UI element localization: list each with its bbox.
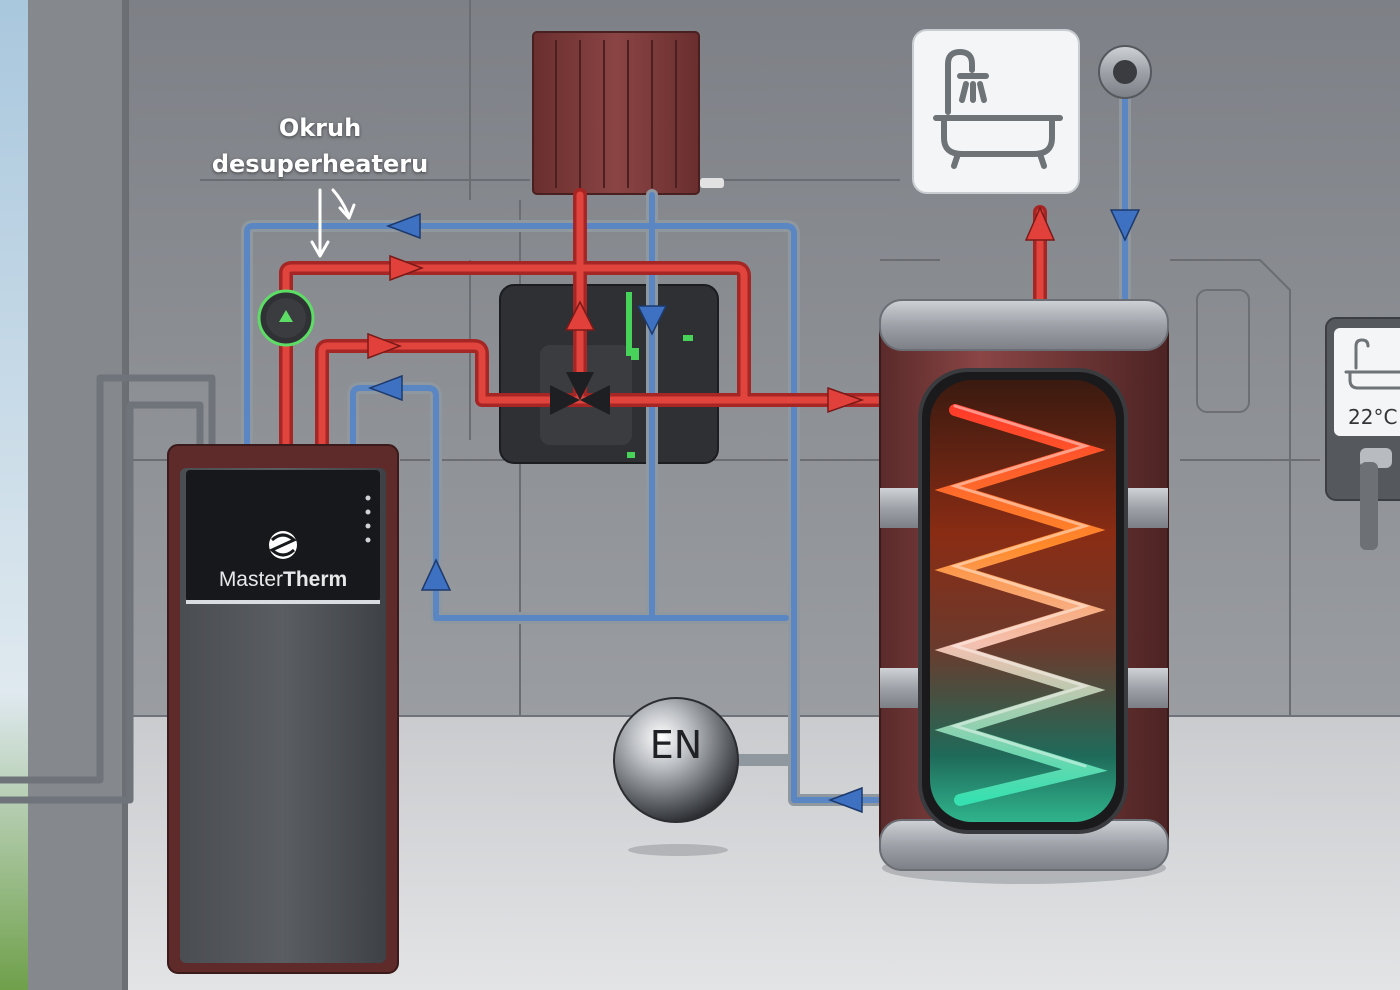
exterior-wall [28,0,128,990]
brand-name: MasterTherm [219,568,347,591]
annotation-line-1: Okruh [278,114,362,142]
expansion-vessel-label: EN [650,723,702,767]
heat-exchanger-coil [934,404,1108,806]
hot-pipes [279,188,1047,452]
exterior-wall-edge [122,0,128,990]
heat-exchanger-coil-highlight [949,404,1091,768]
three-way-valve [550,372,610,415]
cold-water-inlet [1098,45,1152,99]
outside-view [0,0,30,990]
pump-indicator-icon [257,289,315,347]
expansion-vessel: EN [613,697,739,856]
brand-logo-icon [269,531,297,559]
ground-loop-pipes [0,374,216,804]
annotation-line-2: desuperheateru [211,150,429,178]
mixing-valve-housing [499,284,719,464]
desuperheater-circuit-label: Okruh desuperheateru [200,110,440,182]
flow-arrow-icon [367,206,1141,814]
thermostat-panel: 22°C [1325,317,1400,550]
annotation-arrows [310,188,356,258]
wall-hatch [1196,289,1250,413]
heat-pump-unit [167,444,399,974]
bathtub-shower-icon [912,29,1080,194]
radiator [532,31,724,195]
hot-water-tank [879,299,1169,884]
thermostat-temperature: 22°C [1348,405,1397,429]
